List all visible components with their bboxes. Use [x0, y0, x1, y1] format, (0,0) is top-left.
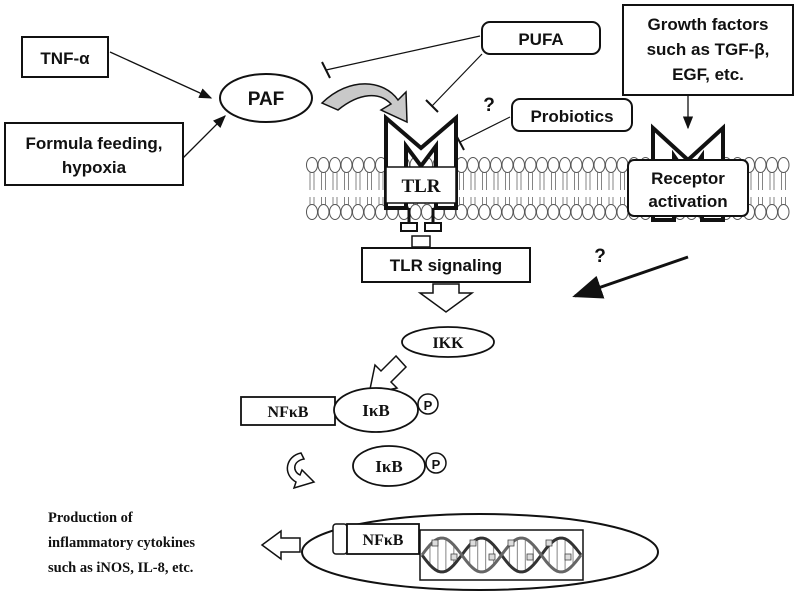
growth-factors-line2: such as TGF-β, [647, 40, 770, 59]
pufa-label: PUFA [518, 30, 563, 49]
receptor-activation-box [627, 159, 749, 217]
pufa-inhibits-tlr-bar [425, 99, 439, 113]
tlr-label-box [385, 166, 457, 204]
ikb-phospho-label: P [424, 398, 433, 413]
paf-node [219, 73, 313, 123]
tlr-signaling-label: TLR signaling [390, 256, 502, 275]
ikb-free-node [352, 445, 426, 487]
cytokine-output-arrow [260, 529, 301, 561]
pufa-inhibits-tlr-line [431, 53, 483, 107]
ikb-free-label: IκB [375, 457, 402, 476]
ikb-bound-node [333, 387, 419, 433]
paf-activation-curved-arrow [320, 83, 408, 124]
tnf-label: TNF-α [40, 49, 90, 68]
pufa-box [481, 21, 601, 55]
growth-factors-box [622, 4, 794, 96]
tlr-down-arrow-stem [411, 235, 431, 248]
paf-label: PAF [248, 89, 285, 110]
production-line3: such as iNOS, IL-8, etc. [48, 560, 193, 576]
growth-factors-line1: Growth factors [648, 15, 769, 34]
pufa-inhibits-paf-bar [321, 61, 331, 79]
probiotics-label: Probiotics [530, 107, 613, 126]
tnf-to-paf-arrow [109, 51, 213, 99]
ikb-phospho-badge [417, 393, 439, 415]
production-line2: inflammatory cytokines [48, 535, 195, 551]
pufa-inhibits-paf-line [325, 35, 481, 71]
tlr-signaling-down-arrow [417, 283, 475, 313]
formula-feeding-label: Formula feeding, [26, 134, 163, 153]
receptor-crosstalk-arrow [572, 255, 689, 299]
probiotics-inhibits-tlr-line [459, 116, 511, 143]
nfkb-label: NFκB [268, 404, 309, 421]
hypoxia-label: hypoxia [62, 158, 127, 177]
tlr-label: TLR [401, 176, 440, 197]
production-line1: Production of [48, 510, 133, 526]
receptor-activation-line2: activation [648, 192, 727, 211]
probiotics-box [511, 98, 633, 132]
tlr-signaling-box [361, 247, 531, 283]
ikb-free-phospho-label: P [432, 457, 441, 472]
nfkb-nuclear-label: NFκB [363, 532, 404, 549]
ikb-bound-label: IκB [362, 401, 389, 420]
formula-feeding-box [4, 122, 184, 186]
ikb-free-phospho-badge [425, 452, 447, 474]
ikk-label: IKK [432, 335, 464, 352]
dna-helix [420, 536, 583, 574]
receptor-activation-line1: Receptor [651, 169, 725, 188]
tnf-box [21, 36, 109, 78]
ikb-release-curved-arrow [286, 452, 316, 490]
formula-to-paf-arrow [182, 115, 226, 159]
ikk-node [401, 326, 495, 358]
probiotics-question-mark: ? [483, 95, 495, 116]
crosstalk-question-mark: ? [594, 246, 606, 267]
nfkb-nuclear-cap [332, 523, 348, 555]
growth-factors-line3: EGF, etc. [672, 65, 744, 84]
nfkb-box [240, 396, 336, 426]
nfkb-nuclear-box [346, 523, 420, 555]
